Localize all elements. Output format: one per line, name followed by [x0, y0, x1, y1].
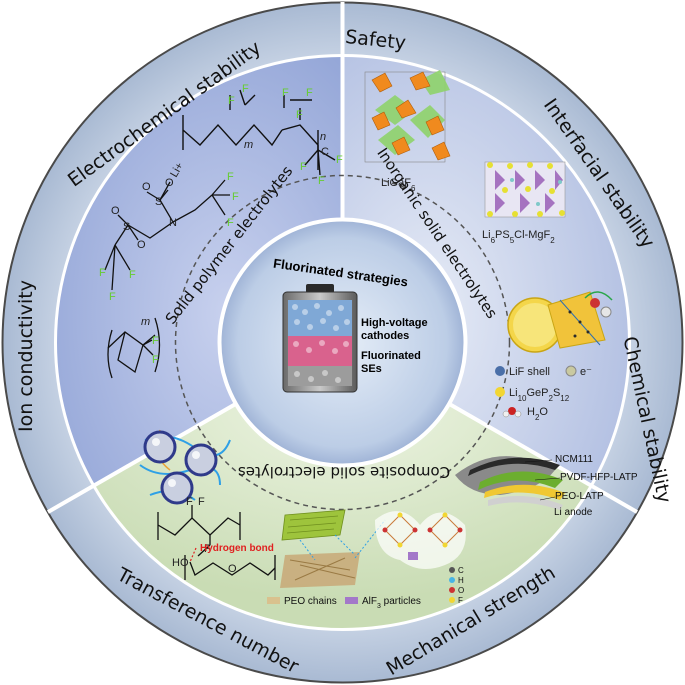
- label-ses: SEs: [361, 363, 382, 375]
- o-atom: O: [228, 563, 237, 575]
- f-atom: F: [198, 496, 205, 508]
- fiber-membrane: [280, 509, 386, 588]
- subscript-m: m: [244, 139, 253, 151]
- f-atom: F: [129, 269, 136, 281]
- label-hydrogen-bond: Hydrogen bond: [200, 543, 274, 554]
- label-li6ps5cl-mgf2: Li6PS5Cl-MgF2: [482, 229, 555, 245]
- s-atom: S: [123, 221, 130, 233]
- label-fluorinated: Fluorinated: [361, 350, 421, 362]
- f-atom: F: [227, 217, 234, 229]
- label-composite-solid-electrolytes: Composite solid electrolytes: [238, 463, 450, 481]
- subscript-m: m: [141, 316, 150, 328]
- label-high-voltage: High-voltage: [361, 317, 428, 329]
- legend-h-label: H: [458, 576, 464, 585]
- label-ion-conductivity: Ion conductivity: [15, 280, 37, 432]
- f-atom: F: [228, 95, 235, 107]
- label-lgps: Li10GeP2S12: [509, 387, 570, 403]
- o-atom: O: [142, 181, 151, 193]
- ligaf6-crystal: [364, 70, 451, 163]
- o-atom: O: [137, 239, 146, 251]
- legend-o-dot: [449, 587, 455, 593]
- legend-c-label: C: [458, 566, 464, 575]
- water-molecule-icon: [502, 407, 522, 418]
- f-atom: F: [336, 154, 343, 166]
- s-atom: S: [155, 196, 162, 208]
- hydrogen-bond-line: [189, 547, 197, 563]
- label-ligaf6: LiGaF6: [381, 177, 416, 193]
- label-peo-chains: PEO chains: [284, 596, 337, 607]
- label-cathodes: cathodes: [361, 330, 409, 342]
- f-atom: F: [204, 543, 211, 555]
- f-atom: F: [306, 87, 313, 99]
- litfsi-structure: [104, 179, 230, 291]
- label-alf3-particles: AlF3 particles: [362, 596, 421, 610]
- peo-chains-swatch: [267, 597, 280, 604]
- label-ncm111: NCM111: [555, 454, 593, 465]
- legend-h-dot: [449, 577, 455, 583]
- label-h2o: H2O: [527, 406, 548, 422]
- label-ho: HO: [172, 557, 189, 569]
- label-electron: e⁻: [580, 366, 592, 378]
- f-atom: F: [282, 87, 289, 99]
- label-lif-shell: LiF shell: [509, 366, 550, 378]
- label-pvdf-hfp-latp: PVDF-HFP-LATP: [560, 472, 638, 483]
- n-atom: N: [169, 217, 177, 229]
- f-atom: F: [242, 83, 249, 95]
- c-atom: C: [321, 146, 329, 158]
- electron-legend-icon: [565, 365, 577, 377]
- pvdf-peo-hydrogen-bond: [157, 505, 276, 580]
- legend-f-label: F: [458, 596, 463, 605]
- label-li-anode: Li anode: [554, 507, 593, 518]
- lpscl-crystal: [484, 161, 566, 218]
- sector-bottom: [94, 342, 591, 630]
- polymer-filler-particles: [139, 429, 231, 505]
- f-atom: F: [296, 109, 303, 121]
- f-atom: F: [227, 171, 234, 183]
- f-atom: F: [152, 335, 159, 347]
- lif-shell-legend-icon: [495, 366, 505, 376]
- fluorinated-polymer-structure: [107, 317, 161, 379]
- subscript-n: n: [320, 131, 326, 143]
- lif-shell-particle: [507, 291, 613, 353]
- layered-cell: [455, 456, 565, 510]
- pvdf-hfp-structure: [182, 89, 336, 176]
- legend-o-label: O: [458, 586, 464, 595]
- legend-c-dot: [449, 567, 455, 573]
- label-peo-latp: PEO-LATP: [555, 491, 604, 502]
- o-atom: O: [165, 177, 174, 189]
- f-atom: F: [109, 291, 116, 303]
- f-atom: F: [186, 496, 193, 508]
- legend-f-dot: [449, 597, 455, 603]
- f-atom: F: [99, 267, 106, 279]
- f-atom: F: [318, 175, 325, 187]
- o-atom: O: [111, 205, 120, 217]
- f-atom: F: [152, 354, 159, 366]
- f-atom: F: [300, 161, 307, 173]
- lgps-legend-icon: [495, 387, 505, 397]
- battery-icon: [282, 284, 358, 393]
- inner-dashed-ring: [174, 174, 511, 511]
- f-atom: F: [232, 191, 239, 203]
- alf3-swatch: [345, 597, 358, 604]
- alf3-molecular-structure: [375, 511, 466, 569]
